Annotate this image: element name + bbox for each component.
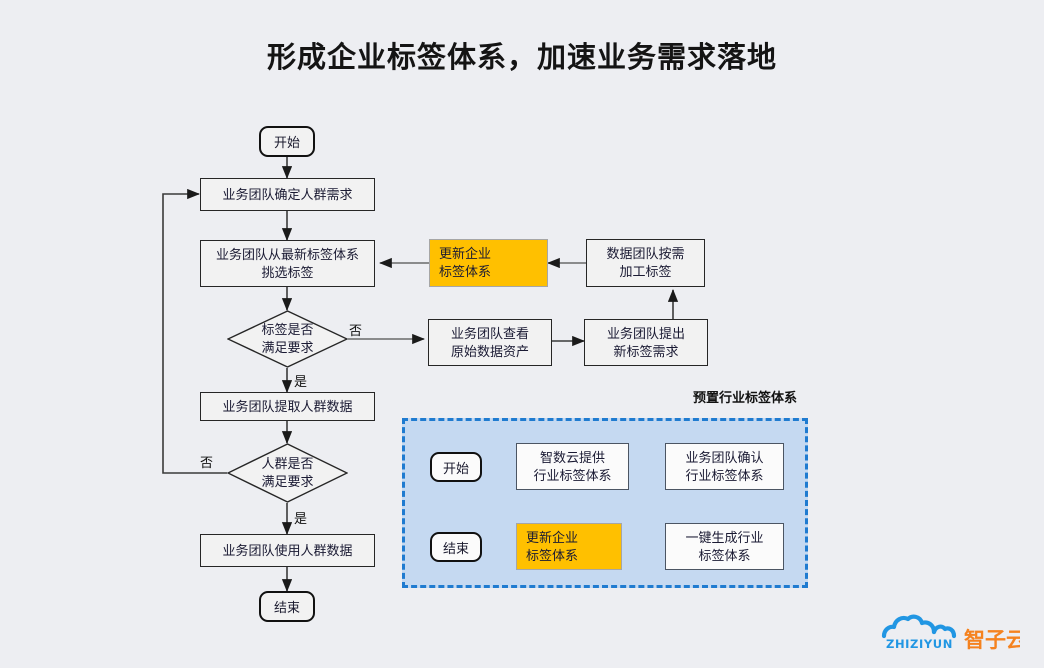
node-pick-tags: 业务团队从最新标签体系 挑选标签 — [200, 240, 375, 287]
main-end-terminator: 结束 — [259, 591, 315, 622]
node-propose-new-tags: 业务团队提出 新标签需求 — [584, 319, 708, 366]
node-update-enterprise-tags-main: 更新企业 标签体系 — [429, 239, 548, 287]
decision-crowd-label: 人群是否 满足要求 — [261, 456, 314, 489]
logo-latin-wordmark: ZHIZIYUN — [886, 637, 953, 651]
branch-label-tags-no: 否 — [349, 323, 363, 338]
logo-cn-wordmark: 智子云 — [964, 628, 1020, 652]
cloud-icon — [881, 614, 957, 639]
subflow-start-terminator: 开始 — [430, 452, 482, 482]
page-title: 形成企业标签体系，加速业务需求落地 — [266, 42, 777, 74]
main-end-label: 结束 — [273, 600, 300, 615]
brand-logo: ZHIZIYUN 智子云 — [880, 614, 1027, 654]
node-confirm-demand: 业务团队确定人群需求 — [200, 178, 375, 211]
branch-label-crowd-no: 否 — [200, 455, 214, 470]
subflow-start-label: 开始 — [442, 460, 469, 476]
subflow-title: 预置行业标签体系 — [693, 390, 798, 405]
branch-label-crowd-yes: 是 — [294, 511, 308, 526]
node-update-enterprise-tags-sub: 更新企业 标签体系 — [516, 523, 622, 570]
decision-tags-satisfy: 标签是否 满足要求 — [227, 310, 348, 368]
node-data-team-process: 数据团队按需 加工标签 — [586, 239, 705, 287]
decision-crowd-satisfy: 人群是否 满足要求 — [227, 443, 348, 503]
subflow-end-label: 结束 — [442, 540, 469, 556]
node-view-raw-assets: 业务团队查看 原始数据资产 — [428, 319, 552, 366]
main-start-terminator: 开始 — [259, 126, 315, 157]
node-use-data: 业务团队使用人群数据 — [200, 534, 375, 567]
decision-tags-label: 标签是否 满足要求 — [261, 322, 314, 355]
subflow-end-terminator: 结束 — [430, 532, 482, 562]
node-one-click-generate: 一键生成行业 标签体系 — [665, 523, 784, 570]
main-start-label: 开始 — [273, 135, 300, 150]
node-confirm-industry-tags: 业务团队确认 行业标签体系 — [665, 443, 784, 490]
node-provide-industry-tags: 智数云提供 行业标签体系 — [516, 443, 629, 490]
branch-label-tags-yes: 是 — [294, 374, 308, 389]
node-extract-data: 业务团队提取人群数据 — [200, 392, 375, 421]
